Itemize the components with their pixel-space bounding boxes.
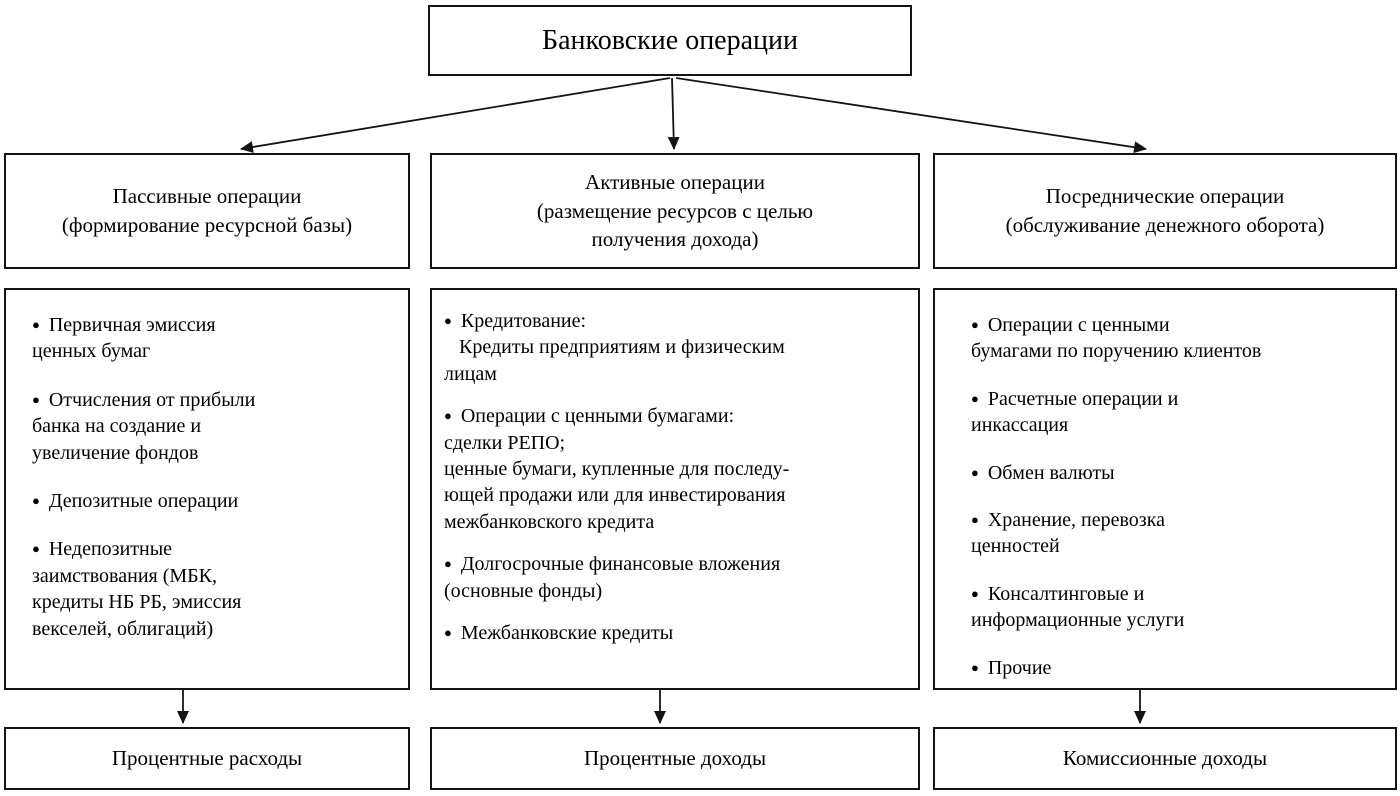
list-item: ●Недепозитные заимствования (МБК, кредит… <box>32 536 398 642</box>
list-item-text: Отчисления от прибыли банка на создание … <box>32 388 256 464</box>
detail-box-active: ●Кредитование: Кредиты предприятиям и фи… <box>430 288 920 690</box>
list-item-text: Недепозитные заимствования (МБК, кредиты… <box>32 538 242 640</box>
list-item: ●Операции с ценными бумагами по поручени… <box>971 312 1385 365</box>
result-label: Процентные доходы <box>583 746 767 770</box>
list-item-text: Кредитование: Кредиты предприятиям и физ… <box>444 310 785 385</box>
fan-arrows <box>240 77 1147 153</box>
list-item: ●Отчисления от прибыли банка на создание… <box>32 387 398 466</box>
result-box-commission-income: Комиссионные доходы <box>933 727 1397 790</box>
category-label-intermediary: Посреднические операции (обслуживание де… <box>1005 184 1325 237</box>
list-item: ● Прочие <box>971 655 1385 681</box>
category-box-active: Активные операции (размещение ресурсов с… <box>430 153 920 269</box>
detail-box-intermediary: ●Операции с ценными бумагами по поручени… <box>933 288 1397 690</box>
list-item: ●Долгосрочные финансовые вложения (основ… <box>444 551 910 604</box>
list-item-text: Расчетные операции и инкассация <box>971 387 1179 437</box>
detail-box-passive: ●Первичная эмиссия ценных бумаг ●Отчисле… <box>4 288 410 690</box>
list-item: ●Первичная эмиссия ценных бумаг <box>32 312 398 365</box>
bullet-icon: ● <box>971 464 979 480</box>
arrow-to-intermediary <box>675 77 1147 153</box>
list-item: ●Кредитование: Кредиты предприятиям и фи… <box>444 308 910 387</box>
list-item-text: Первичная эмиссия ценных бумаг <box>32 314 216 363</box>
bullet-icon: ● <box>971 659 979 675</box>
bullet-icon: ● <box>444 624 452 640</box>
list-item-text: Прочие <box>987 656 1052 679</box>
list-item: ● Депозитные операции <box>32 488 398 514</box>
result-label: Комиссионные доходы <box>1062 746 1268 770</box>
list-item: ● Обмен валюты <box>971 460 1385 486</box>
list-item-text: Обмен валюты <box>987 461 1115 484</box>
bullet-icon: ● <box>32 391 40 407</box>
bullet-icon: ● <box>32 492 40 508</box>
bullet-icon: ● <box>971 390 979 406</box>
category-box-intermediary: Посреднические операции (обслуживание де… <box>933 153 1397 269</box>
bullet-icon: ● <box>32 541 40 557</box>
list-item: ●Операции с ценными бумагами: сделки РЕП… <box>444 403 910 535</box>
list-item-text: Хранение, перевозка ценностей <box>971 508 1165 558</box>
bullet-icon: ● <box>971 511 979 527</box>
list-item: ● Межбанковские кредиты <box>444 620 910 646</box>
result-label: Процентные расходы <box>111 746 303 770</box>
bullet-icon: ● <box>32 317 40 332</box>
drop-arrows <box>177 690 1146 724</box>
category-label-active: Активные операции (размещение ресурсов с… <box>536 169 814 252</box>
category-label-passive: Пассивные операции (формирование ресурсн… <box>61 184 353 237</box>
list-item-text: Операции с ценными бумагами по поручению… <box>971 314 1262 363</box>
list-item-text: Долгосрочные финансовые вложения (основн… <box>444 553 781 602</box>
list-item: ●Консалтинговые и информационные услуги <box>971 581 1385 634</box>
category-box-passive: Пассивные операции (формирование ресурсн… <box>4 153 410 269</box>
list-item: ●Хранение, перевозка ценностей <box>971 507 1385 560</box>
bullet-icon: ● <box>444 556 452 572</box>
bullet-icon: ● <box>444 408 452 424</box>
arrow-to-passive <box>240 77 671 153</box>
bullet-icon: ● <box>971 585 979 601</box>
list-item: ●Расчетные операции и инкассация <box>971 386 1385 439</box>
root-box: Банковские операции <box>428 5 912 76</box>
bullet-icon: ● <box>971 317 979 332</box>
result-box-interest-income: Процентные доходы <box>430 727 920 790</box>
list-item-text: Консалтинговые и информационные услуги <box>971 582 1185 632</box>
result-box-interest-expenses: Процентные расходы <box>4 727 410 790</box>
list-item-text: Депозитные операции <box>48 489 239 512</box>
bullet-icon: ● <box>444 313 452 328</box>
diagram-title: Банковские операции <box>542 24 798 56</box>
list-item-text: Межбанковские кредиты <box>460 621 674 644</box>
arrow-to-active <box>667 77 680 150</box>
list-item-text: Операции с ценными бумагами: сделки РЕПО… <box>444 405 790 533</box>
